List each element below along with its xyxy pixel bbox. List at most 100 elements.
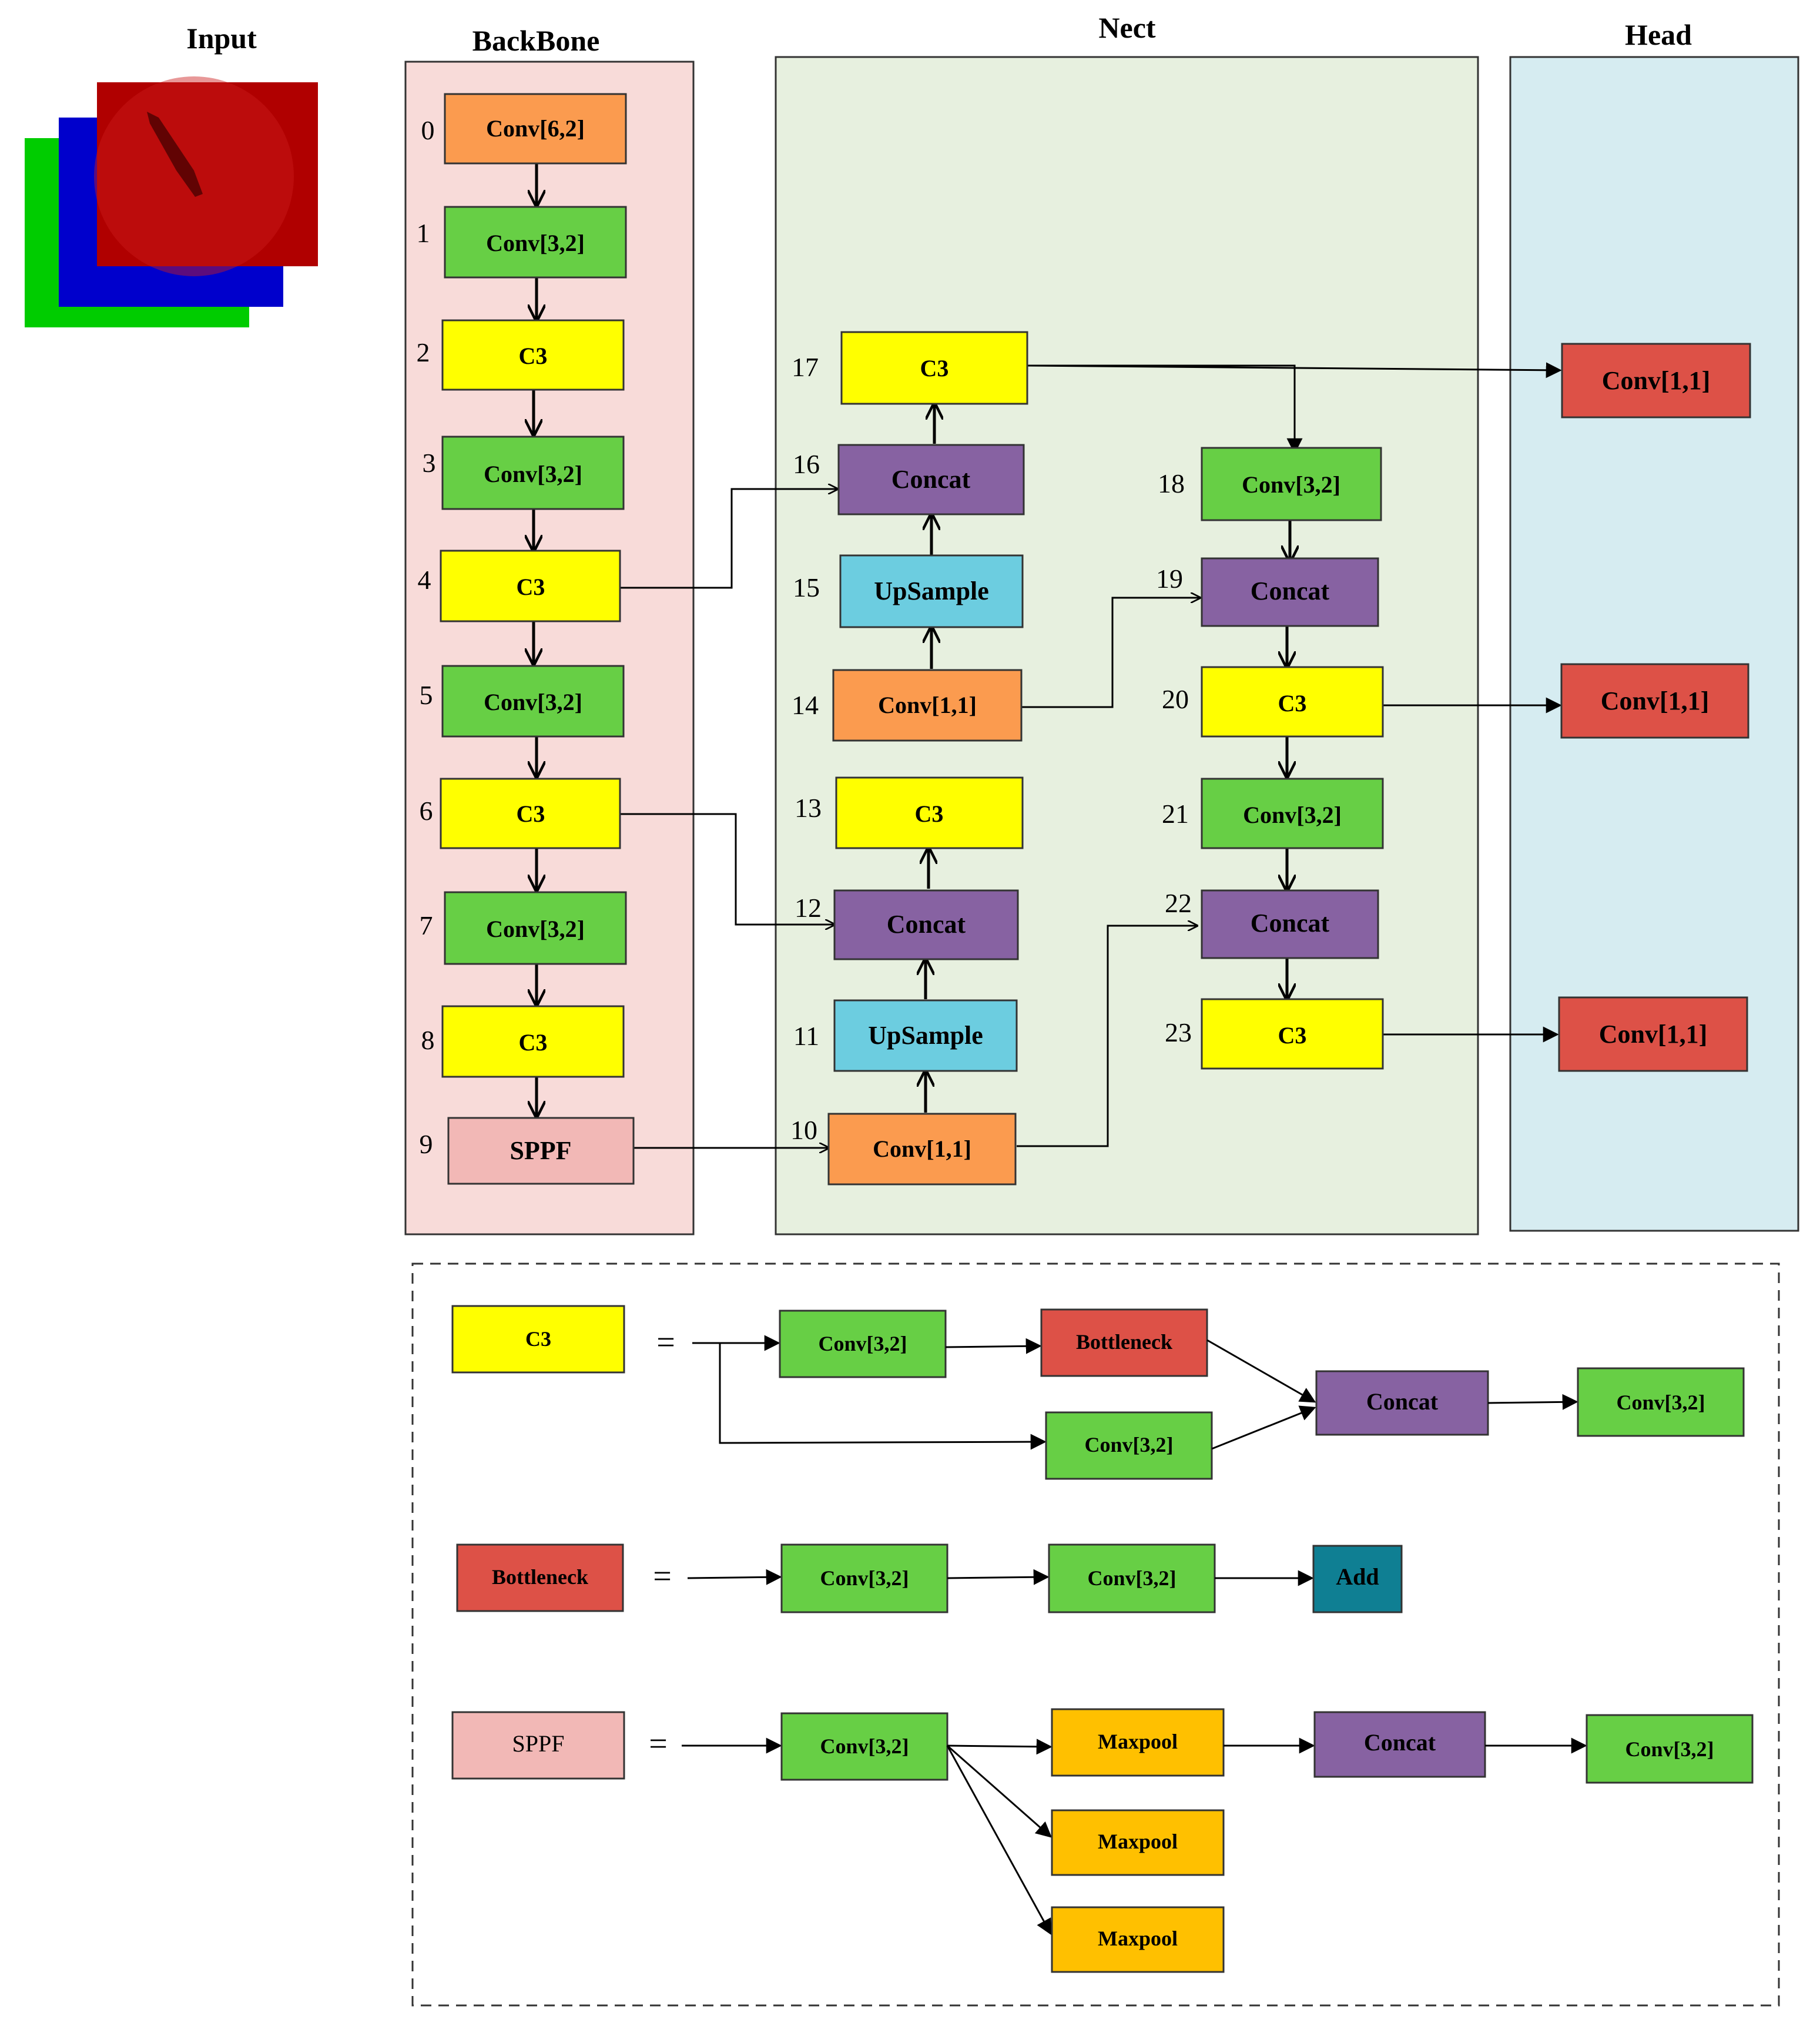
legend-sppf-conv-out-label: Conv[3,2] [1625, 1737, 1714, 1761]
layer-15-index: 15 [793, 572, 820, 602]
layer-2-box [441, 319, 625, 391]
head-conv-2-label: Conv[1,1] [1601, 687, 1710, 715]
legend-bottleneck-equals: = [653, 1558, 672, 1595]
layer-16-index: 16 [793, 449, 820, 479]
layer-17-index: 17 [792, 352, 819, 382]
head-conv-3-label: Conv[1,1] [1599, 1020, 1708, 1049]
legend-add-box [1312, 1545, 1403, 1613]
legend-sppf-box [451, 1711, 625, 1780]
layer-8-label: C3 [519, 1029, 548, 1056]
layer-9-label: SPPF [510, 1136, 571, 1165]
layer-10-box [827, 1113, 1017, 1186]
legend-c3-conv-b-box [1045, 1411, 1213, 1480]
layer-0-box [444, 93, 627, 165]
layer-20-label: C3 [1278, 690, 1307, 716]
layer-9-index: 9 [420, 1129, 433, 1159]
head-conv-1-label: Conv[1,1] [1602, 366, 1711, 395]
layer-5-box [441, 665, 625, 738]
layer-16-box [837, 444, 1025, 515]
layer-0-label: Conv[6,2] [486, 115, 585, 142]
head-title: Head [1625, 18, 1692, 51]
legend-sppf-conv-out-box [1586, 1714, 1754, 1784]
legend-add-label: Add [1336, 1563, 1379, 1590]
layer-12-index: 12 [795, 893, 822, 923]
layer-23-index: 23 [1165, 1017, 1192, 1047]
layer-22-label: Concat [1251, 909, 1330, 937]
legend-sppf-conv-label: Conv[3,2] [820, 1734, 909, 1758]
layer-7-index: 7 [420, 910, 433, 940]
layer-18-label: Conv[3,2] [1242, 471, 1340, 498]
backbone-arrows [534, 163, 537, 1117]
layer-5-index: 5 [420, 680, 433, 710]
layer-7-box [444, 891, 627, 965]
input-image-stack [25, 76, 318, 327]
backbone-title: BackBone [472, 24, 600, 57]
layer-19-label: Concat [1251, 577, 1330, 605]
layer-3-index: 3 [423, 448, 436, 478]
layer-4-box [440, 550, 621, 622]
layer-10-label: Conv[1,1] [873, 1136, 971, 1162]
layer-3-label: Conv[3,2] [484, 461, 582, 487]
legend-bottleneck-name: Bottleneck [492, 1565, 588, 1589]
legend-maxpool-2-label: Maxpool [1098, 1830, 1178, 1853]
layer-1-box [444, 206, 627, 279]
layer-12-box [833, 889, 1019, 960]
legend-c3-conv-a-label: Conv[3,2] [819, 1332, 907, 1355]
legend-maxpool-3-box [1051, 1906, 1225, 1973]
legend-c3-conv-out-label: Conv[3,2] [1617, 1391, 1705, 1414]
layer-0-index: 0 [421, 115, 435, 145]
layer-13-box [835, 776, 1024, 849]
layer-11-index: 11 [793, 1021, 819, 1051]
head-conv-2-box [1560, 663, 1749, 739]
legend-c3-conv-a-box [779, 1310, 947, 1378]
layer-14-box [832, 669, 1023, 742]
layer-17-box [840, 331, 1028, 405]
legend-c3-box [451, 1305, 625, 1374]
neck-arrows [926, 404, 1290, 1113]
layer-23-box [1201, 998, 1384, 1070]
legend-sppf-name: SPPF [512, 1730, 565, 1757]
layer-10-index: 10 [790, 1115, 817, 1145]
legend-c3-equals: = [656, 1324, 675, 1361]
backbone-layers: Conv[6,2] 0 Conv[3,2] 1 C3 2 Conv[3,2] 3… [417, 93, 635, 1185]
layer-2-label: C3 [519, 343, 548, 369]
legend-maxpool-2-box [1051, 1809, 1225, 1876]
legend-sppf-concat-box [1313, 1711, 1486, 1778]
layer-8-box [441, 1005, 625, 1078]
layer-1-index: 1 [417, 218, 430, 248]
layer-19-index: 19 [1156, 564, 1183, 594]
legend-c3-concat-box [1315, 1370, 1489, 1436]
layer-13-index: 13 [795, 793, 822, 823]
layer-21-label: Conv[3,2] [1243, 802, 1342, 828]
layer-9-box [447, 1117, 635, 1185]
neck-title: Nect [1098, 11, 1155, 44]
layer-14-index: 14 [792, 690, 819, 720]
red-channel [97, 82, 318, 266]
layer-16-label: Concat [891, 465, 971, 494]
legend-bottleneck-conv-a-box [780, 1543, 948, 1613]
head-conv-1-box [1561, 343, 1751, 418]
input-title: Input [186, 22, 257, 55]
layer-17-label: C3 [920, 355, 949, 381]
legend-panel [411, 1263, 1780, 2007]
legend-c3-bottleneck-box [1040, 1308, 1208, 1377]
legend-c3-conv-out-box [1577, 1367, 1745, 1437]
layer-14-label: Conv[1,1] [878, 692, 977, 718]
specimen-silhouette [147, 112, 203, 197]
layer-18-box [1201, 447, 1382, 521]
legend-bottleneck-box [456, 1543, 624, 1612]
layer-20-index: 20 [1162, 684, 1189, 714]
layer-11-label: UpSample [868, 1021, 983, 1050]
layer-22-index: 22 [1165, 888, 1192, 918]
layer-6-index: 6 [420, 796, 433, 826]
layer-12-label: Concat [887, 910, 966, 939]
legend-c3-name: C3 [525, 1327, 551, 1351]
layer-6-label: C3 [517, 801, 545, 827]
layer-23-label: C3 [1278, 1022, 1307, 1049]
layer-3-box [441, 436, 625, 510]
layer-7-label: Conv[3,2] [486, 916, 585, 942]
legend-maxpool-1-box [1051, 1708, 1225, 1777]
head-conv-3-box [1558, 996, 1748, 1072]
